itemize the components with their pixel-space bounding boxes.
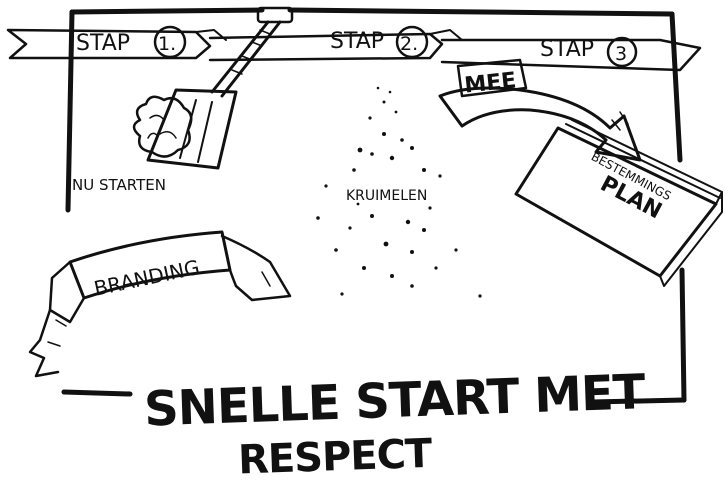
step-2-label: STAP [330,29,384,54]
title-line-1: SNELLE START MET [143,364,646,437]
step-3: STAP 3 [540,37,636,66]
title-line-2: RESPECT [237,431,433,484]
step-1-label: STAP [76,31,130,56]
mee-label: MEE [463,68,517,98]
step-1-number: 1. [158,33,176,55]
step-3-number: 3 [615,43,627,65]
branding-banner [30,232,290,376]
nu-starten-label: NU STARTEN [72,176,166,194]
step-3-label: STAP [540,37,594,62]
step-2: STAP 2. [330,27,427,57]
frame [64,10,684,402]
step-2-number: 2. [400,33,418,55]
kruimelen-label: KRUIMELEN [346,188,427,204]
branding-label: BRANDING [92,255,202,301]
